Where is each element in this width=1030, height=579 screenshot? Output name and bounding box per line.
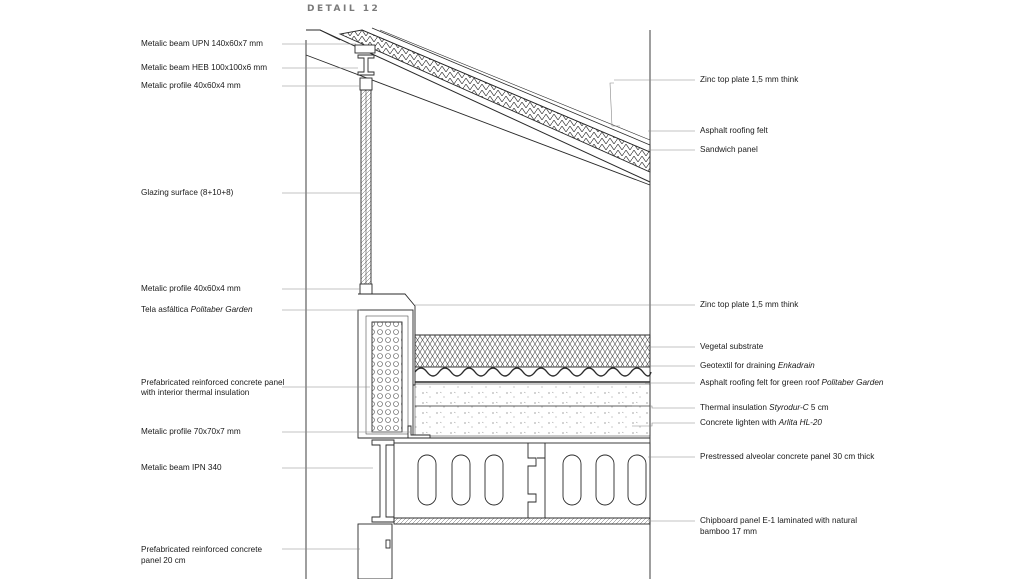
label-vegetal: Vegetal substrate — [700, 342, 764, 351]
ipn-beam — [371, 439, 395, 523]
label-alveolar: Prestressed alveolar concrete panel 30 c… — [700, 452, 875, 461]
roof-zinc — [379, 29, 651, 141]
alveolar-void-1 — [417, 454, 437, 506]
label-asphalt-green: Asphalt roofing felt for green roof Poli… — [700, 378, 883, 388]
bottom-panel — [357, 523, 393, 579]
profile-bottom — [359, 283, 373, 295]
label-heb: Metalic beam HEB 100x100x6 mm — [141, 63, 268, 72]
label-panel-line1: Prefabricated reinforced concrete panel — [141, 378, 285, 387]
thermal-insulation — [414, 383, 651, 407]
label-thermal-suffix: 5 cm — [808, 403, 829, 412]
leader-concrete — [632, 422, 695, 427]
alveolar-void-6 — [627, 454, 647, 506]
label-upn: Metalic beam UPN 140x60x7 mm — [141, 39, 263, 48]
detail-title: DETAIL 12 — [307, 4, 381, 14]
leader-zinc-top — [609, 82, 620, 127]
alveolar-joint-2 — [537, 443, 546, 518]
label-profile-top: Metalic profile 40x60x4 mm — [141, 81, 241, 90]
profile-top — [359, 77, 373, 91]
roof-asphalt — [361, 27, 651, 153]
label-thermal: Thermal insulation Styrodur-C 5 cm — [700, 403, 829, 413]
label-tela-brand: Politaber Garden — [190, 305, 253, 314]
alveolar-void-5 — [595, 454, 615, 506]
label-thermal-brand: Styrodur-C — [769, 403, 809, 412]
panel-insulation — [371, 321, 403, 433]
label-zinc-top: Zinc top plate 1,5 mm think — [700, 75, 799, 84]
vegetal-substrate — [414, 334, 651, 368]
label-panel-line2: with interior thermal insulation — [141, 388, 250, 397]
label-tela-prefix: Tela asfáltica — [141, 305, 191, 314]
chipboard-panel — [393, 517, 651, 525]
label-thermal-prefix: Thermal insulation — [700, 403, 770, 412]
alveolar-void-2 — [451, 454, 471, 506]
enkadrain-drain — [414, 367, 652, 377]
alveolar-void-4 — [562, 454, 582, 506]
label-zinc-mid: Zinc top plate 1,5 mm think — [700, 300, 799, 309]
label-geotextil: Geotextil for draining Enkadrain — [700, 361, 815, 371]
bottom-panel-detail — [385, 539, 391, 549]
label-chipboard-line2: bamboo 17 mm — [700, 527, 757, 536]
label-concrete: Concrete lighten with Arlita HL-20 — [700, 418, 822, 428]
roof-sandwich — [338, 29, 651, 173]
alveolar-void-3 — [484, 454, 504, 506]
alveolar-joint — [527, 443, 537, 518]
label-panel20-line1: Prefabricated reinforced concrete — [141, 545, 263, 554]
label-glazing: Glazing surface (8+10+8) — [141, 188, 234, 197]
label-concrete-brand: Arlita HL-20 — [778, 418, 822, 427]
label-concrete-prefix: Concrete lighten with — [700, 418, 779, 427]
label-tela: Tela asfáltica Politaber Garden — [141, 305, 253, 315]
lightened-concrete — [414, 405, 651, 437]
label-asphalt-green-brand: Politaber Garden — [821, 378, 884, 387]
label-profile-70: Metalic profile 70x70x7 mm — [141, 427, 241, 436]
leader-thermal — [632, 405, 695, 409]
label-ipn: Metalic beam IPN 340 — [141, 463, 222, 472]
label-panel20-line2: panel 20 cm — [141, 556, 186, 565]
label-profile-bottom: Metalic profile 40x60x4 mm — [141, 284, 241, 293]
heb-beam — [357, 54, 375, 76]
label-sandwich: Sandwich panel — [700, 145, 758, 154]
label-geotextil-prefix: Geotextil for draining — [700, 361, 778, 370]
label-chipboard-line1: Chipboard panel E-1 laminated with natur… — [700, 516, 858, 525]
panel-inner — [365, 315, 409, 435]
upn-beam — [354, 44, 376, 54]
roof-left-cap — [319, 29, 341, 41]
roof-slope-inner — [305, 54, 651, 186]
label-asphalt: Asphalt roofing felt — [700, 126, 768, 135]
alveolar-panel — [393, 442, 651, 519]
label-geotextil-brand: Enkadrain — [777, 361, 815, 370]
label-asphalt-green-prefix: Asphalt roofing felt for green roof — [700, 378, 822, 387]
